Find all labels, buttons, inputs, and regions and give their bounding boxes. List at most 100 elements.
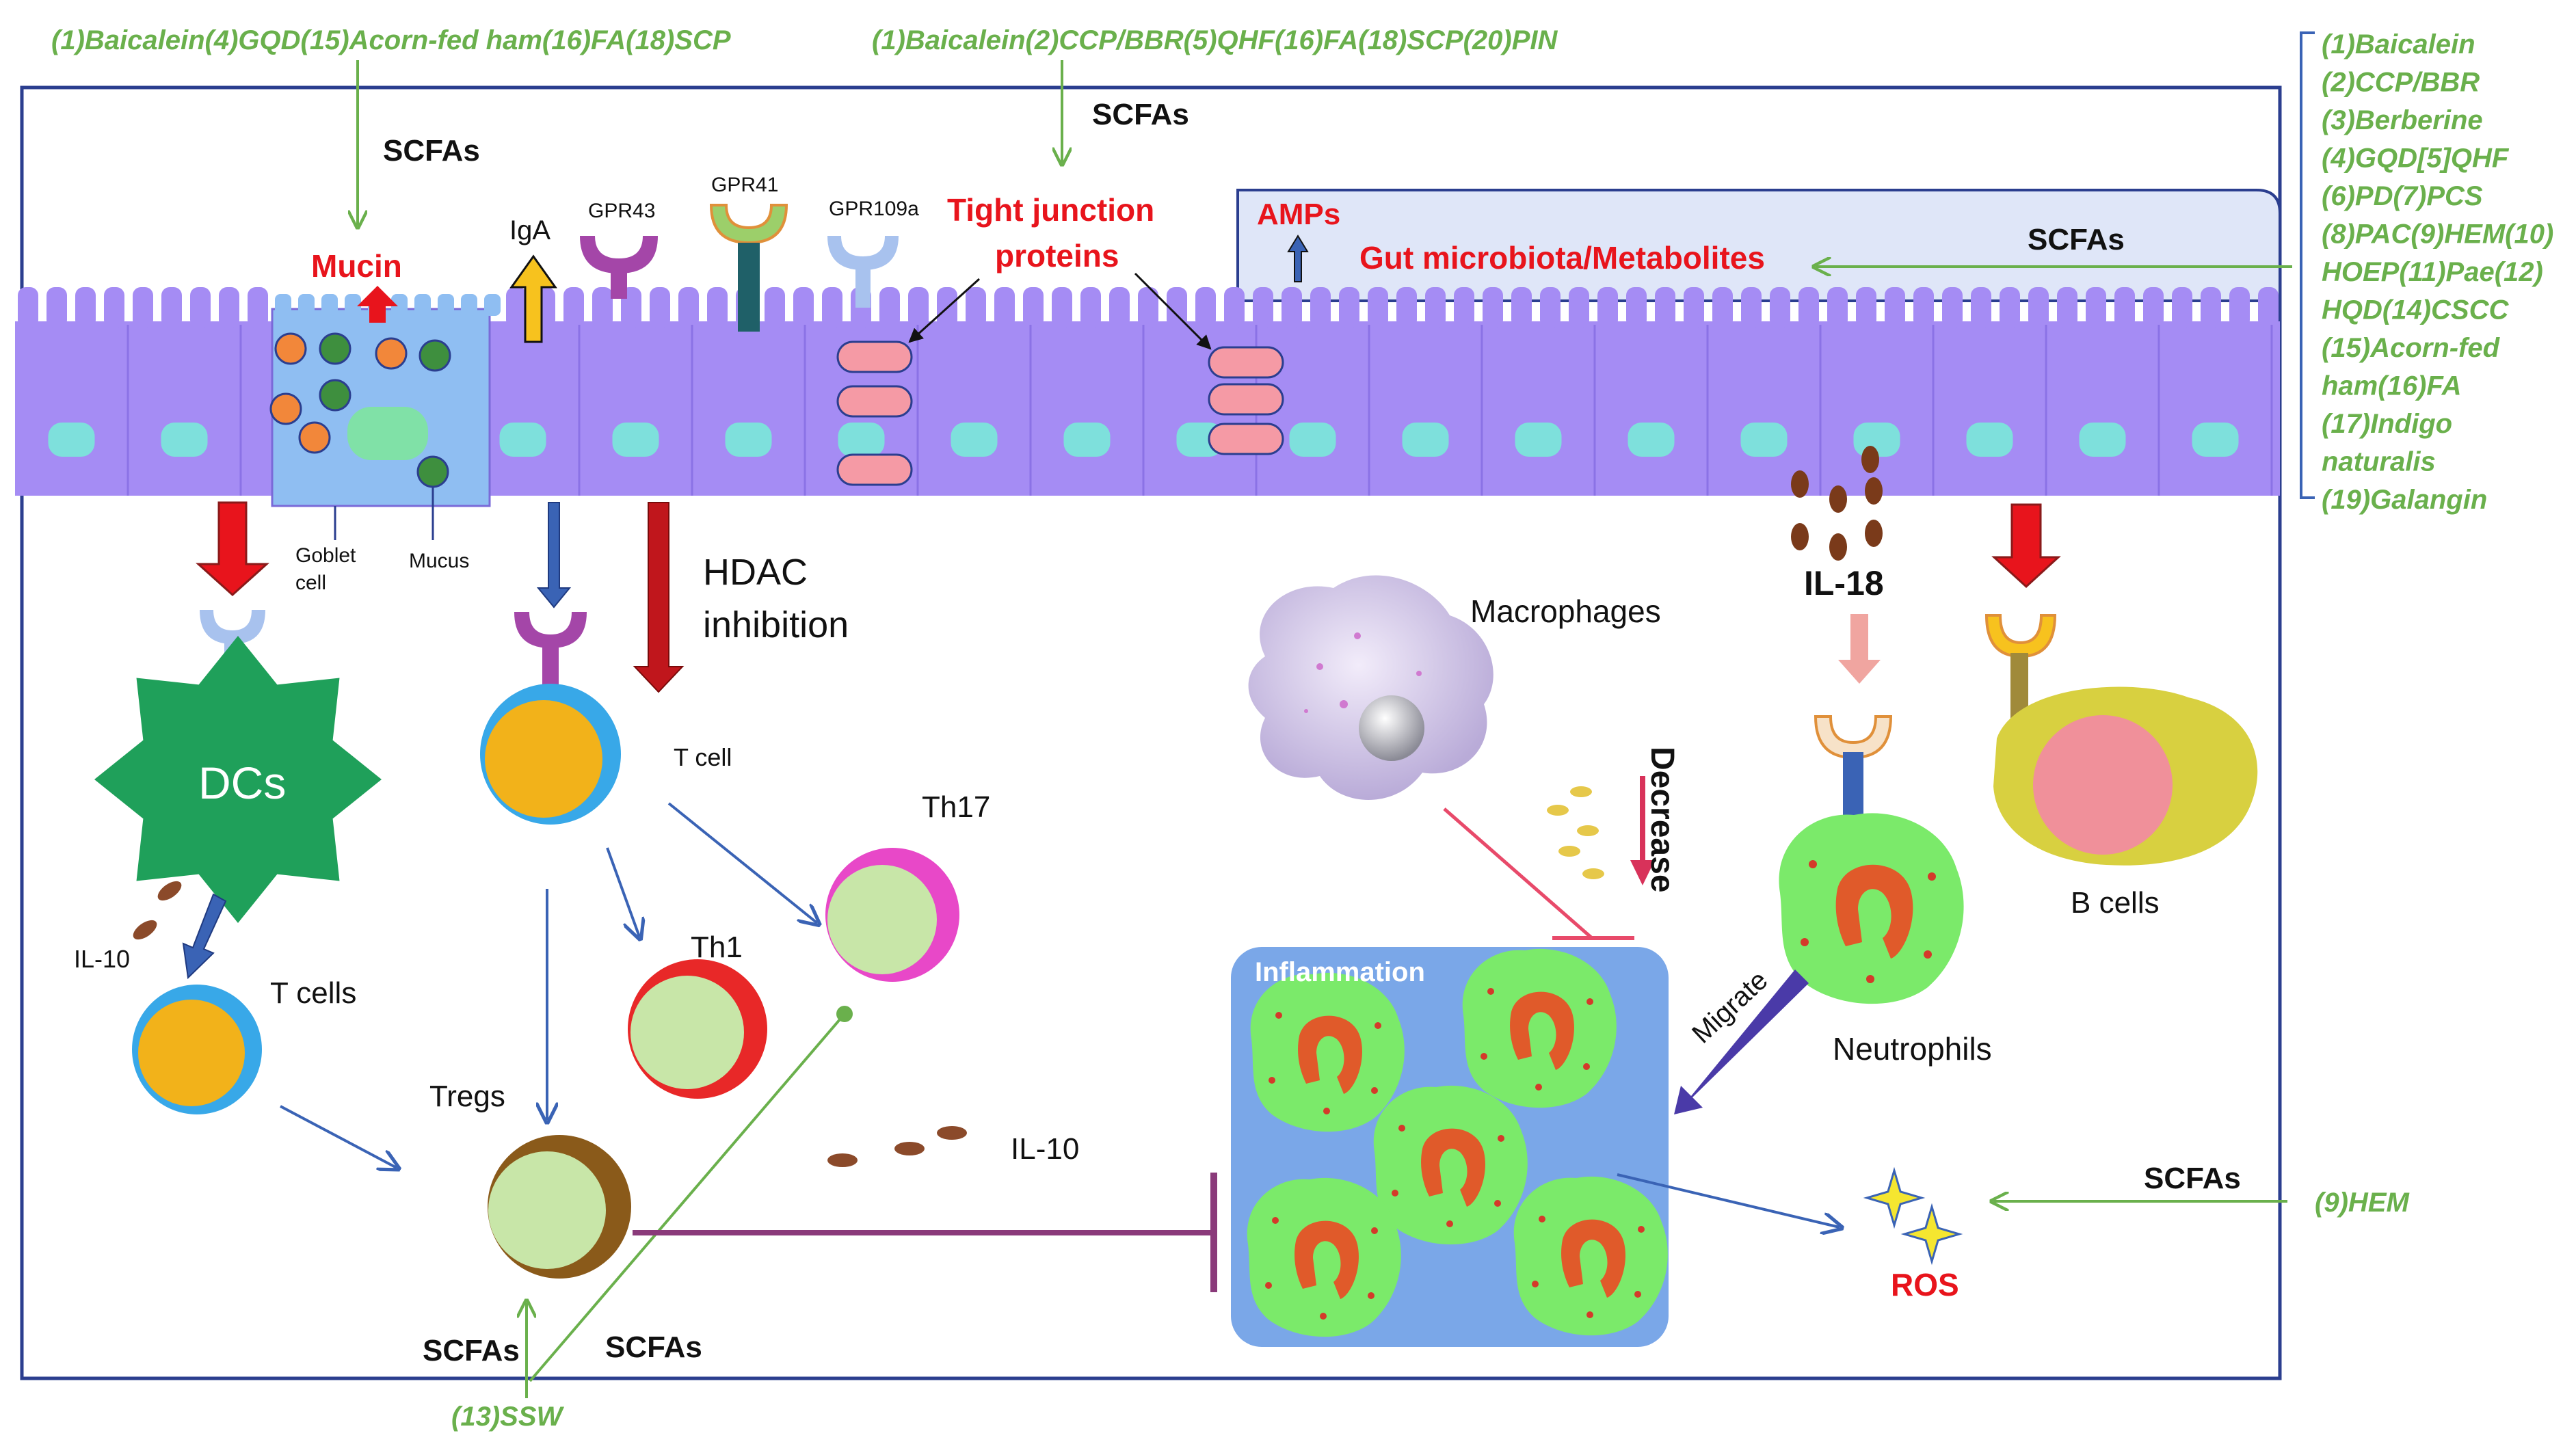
source-list-item: (15)Acorn-fed [2322,333,2501,363]
villus [1425,287,1446,328]
decrease-granule [1570,786,1592,797]
scfas-label-tregs-right: SCFAs [605,1331,702,1364]
source-list-item: (17)Indigo [2322,409,2452,439]
goblet-villus [484,294,501,316]
cell-nucleus [1289,423,1336,457]
ros-star [1863,1166,1926,1229]
villus [1310,287,1331,328]
red-arrow-hdac [633,502,685,693]
villus [2201,287,2221,328]
goblet-villus [345,294,361,316]
th1-cell [628,959,767,1099]
inflammation-label: Inflammation [1255,957,1425,987]
source-list-item: naturalis [2322,447,2436,477]
source-list-item: HQD(14)CSCC [2322,295,2509,325]
villus [2000,287,2020,328]
neutrophil-in-inflammation [1513,1176,1668,1336]
villus [2114,287,2135,328]
villus [1913,287,1934,328]
scfas-label-microbiota: SCFAs [2028,223,2125,256]
il18-granule [1829,485,1847,513]
tcell-to-th17-arrow [667,802,817,923]
villus [966,287,986,328]
source-list-item: HOEP(11)Pae(12) [2322,257,2543,287]
source-bottom: (13)SSW [451,1402,564,1432]
goblet-villus [438,294,454,316]
gpr41-label: GPR41 [711,174,778,196]
villus [75,287,96,328]
macrophages-label: Macrophages [1470,593,1661,629]
mucin-label: Mucin [311,248,402,284]
t-cells-label: T cells [270,976,356,1010]
villus [1712,287,1733,328]
villus [1626,287,1647,328]
villus [1569,287,1589,328]
b-cells-label: B cells [2071,886,2160,920]
tight-junction-group-1 [836,340,913,486]
iga-arrow [509,254,557,343]
il18-granule [1791,523,1809,550]
villus [47,287,67,328]
goblet-villus [414,294,431,316]
scfas-label-tregs-left: SCFAs [423,1334,520,1367]
villus [1856,287,1876,328]
source-list-item: (3)Berberine [2322,105,2483,135]
villus [1454,287,1474,328]
cell-nucleus [48,423,95,457]
source-top-center: (1)Baicalein(2)CCP/BBR(5)QHF(16)FA(18)SC… [872,25,1558,55]
il18-granule [1791,470,1809,498]
tcell-receptor [514,612,587,685]
t-cells-left [132,985,262,1114]
neutrophils-label: Neutrophils [1833,1031,1992,1067]
scfas-label-ros: SCFAs [2144,1162,2241,1195]
villus [190,287,211,328]
goblet-cell-label-line1: Goblet [295,544,356,567]
amps-label: AMPs [1257,198,1340,231]
villus [219,287,239,328]
villus [133,287,153,328]
villus [2143,287,2164,328]
il18-granule [1865,520,1883,547]
villus [1052,287,1072,328]
villus [1138,287,1158,328]
gpr109a-receptor [827,236,899,308]
villus [18,287,38,328]
villus [879,287,900,328]
iga-label: IgA [509,215,550,245]
villus [161,287,182,328]
tight-junction-label-line2: proteins [995,238,1119,273]
il10-label-left: IL-10 [74,945,130,973]
villus [1741,287,1762,328]
villus [1684,287,1704,328]
il10-label-center: IL-10 [1011,1132,1079,1166]
villus [2086,287,2106,328]
tight-junction-group-2 [1208,346,1284,455]
cell-nucleus [1853,423,1900,457]
villus [2172,287,2192,328]
villus [2229,287,2250,328]
dcs-to-tcells-arrow [182,893,227,980]
source-list-item: ham(16)FA [2322,371,2462,401]
cell-nucleus [1966,423,2013,457]
t-cell-label: T cell [674,743,732,771]
cell-nucleus [2192,423,2239,457]
migrate-label: Migrate [1686,965,1774,1049]
ros-star [1900,1203,1963,1266]
cell-nucleus [1515,423,1562,457]
neutrophil-cell [1779,813,1964,1004]
villus [822,287,842,328]
tcells-to-tregs-arrow [280,1105,397,1168]
goblet-villus [298,294,315,316]
il10-granule [157,881,182,901]
ssw-inhibition-line [529,1013,846,1382]
b-cells [1993,686,2258,866]
ros-label: ROS [1891,1267,1959,1302]
cell-nucleus [499,423,546,457]
goblet-cell-label-line2: cell [295,572,326,594]
villus [1540,287,1561,328]
villus [1195,287,1216,328]
villus [1167,287,1187,328]
villus [1798,287,1819,328]
source-list-bracket [2300,31,2315,499]
lumen-panel [1236,189,2281,302]
